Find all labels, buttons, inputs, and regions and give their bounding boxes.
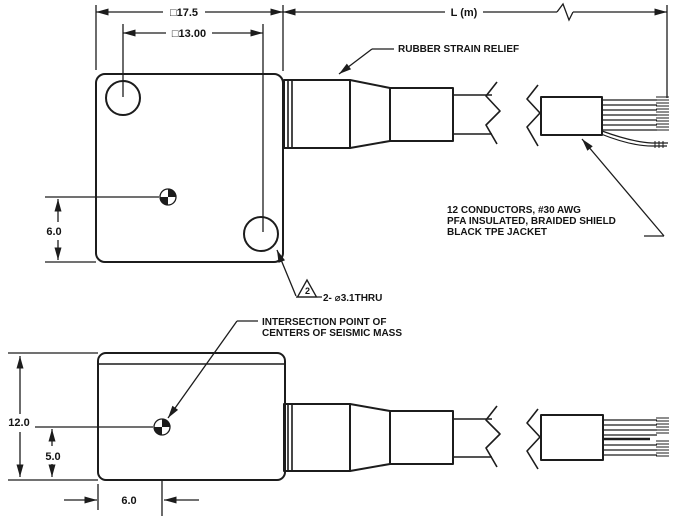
- cable-side-view: [453, 405, 669, 470]
- dim-outer-square-label: □17.5: [170, 7, 198, 19]
- cable-note-line2: PFA INSULATED, BRAIDED SHIELD: [447, 216, 616, 227]
- seismic-center-mark-side-view: [153, 418, 171, 436]
- dimension-center-to-bottom: 6.0: [45, 196, 159, 263]
- seismic-center-mark-top-view: [159, 188, 177, 206]
- strain-relief-side-view: [283, 403, 454, 472]
- dim-center-to-bottom-label: 6.0: [46, 226, 61, 238]
- dimension-center-offset: 6.0: [64, 481, 199, 516]
- stripped-conductors-side-view: [603, 419, 657, 456]
- dim-hole-spacing-label: □13.00: [172, 28, 206, 40]
- wire-strand-tips-top-view: [654, 96, 669, 148]
- cable-break-symbol: [485, 81, 501, 145]
- mounting-hole-lower-right: [243, 216, 279, 252]
- dimension-outer-square: □17.5: [95, 5, 284, 71]
- wire-strand-tips-side-view: [656, 417, 669, 457]
- cable-note-callout: 12 CONDUCTORS, #30 AWG PFA INSULATED, BR…: [447, 138, 665, 238]
- cable-jacket-side-view: [540, 414, 604, 461]
- dim-center-offset-label: 6.0: [121, 495, 136, 507]
- dimension-center-height: 5.0: [35, 426, 153, 477]
- seismic-note-line2: CENTERS OF SEISMIC MASS: [262, 328, 402, 339]
- strain-relief-top-view: [283, 79, 454, 149]
- thru-hole-label: 2- ⌀3.1THRU: [323, 293, 382, 304]
- dim-cable-length-label: L (m): [451, 7, 478, 19]
- dimension-cable-length: L (m): [283, 2, 668, 98]
- dim-center-height-label: 5.0: [45, 451, 60, 463]
- seismic-note-line1: INTERSECTION POINT OF: [262, 317, 386, 328]
- cable-jacket-top-view: [540, 96, 603, 136]
- dimension-body-height: 12.0: [8, 352, 98, 481]
- sensor-body-top-view: [95, 73, 284, 263]
- strain-relief-label: RUBBER STRAIN RELIEF: [398, 44, 519, 55]
- cable-break-symbol: [526, 408, 541, 470]
- drooping-wire: [600, 130, 668, 147]
- stripped-conductors-top-view: [600, 99, 668, 147]
- strain-relief-callout: RUBBER STRAIN RELIEF: [338, 44, 519, 75]
- dimension-break-symbol: [556, 2, 574, 22]
- cable-top-view: [453, 81, 669, 148]
- dimension-hole-spacing: □13.00: [122, 24, 264, 232]
- sensor-body-side-view: [97, 352, 286, 481]
- flag-number: 2: [305, 286, 310, 296]
- cable-break-symbol: [526, 84, 541, 147]
- dim-body-height-label: 12.0: [8, 417, 29, 429]
- cable-break-symbol: [485, 405, 501, 468]
- flag-triangle: [296, 278, 318, 298]
- seismic-note-callout: INTERSECTION POINT OF CENTERS OF SEISMIC…: [167, 317, 402, 419]
- side-view: 12.0 5.0 6.0: [8, 352, 669, 516]
- top-view: □17.5 □13.00 L (m) 6.0: [45, 2, 669, 419]
- thru-hole-callout: 2 2- ⌀3.1THRU: [276, 249, 382, 304]
- cable-note-line1: 12 CONDUCTORS, #30 AWG: [447, 205, 581, 216]
- cable-note-line3: BLACK TPE JACKET: [447, 227, 547, 238]
